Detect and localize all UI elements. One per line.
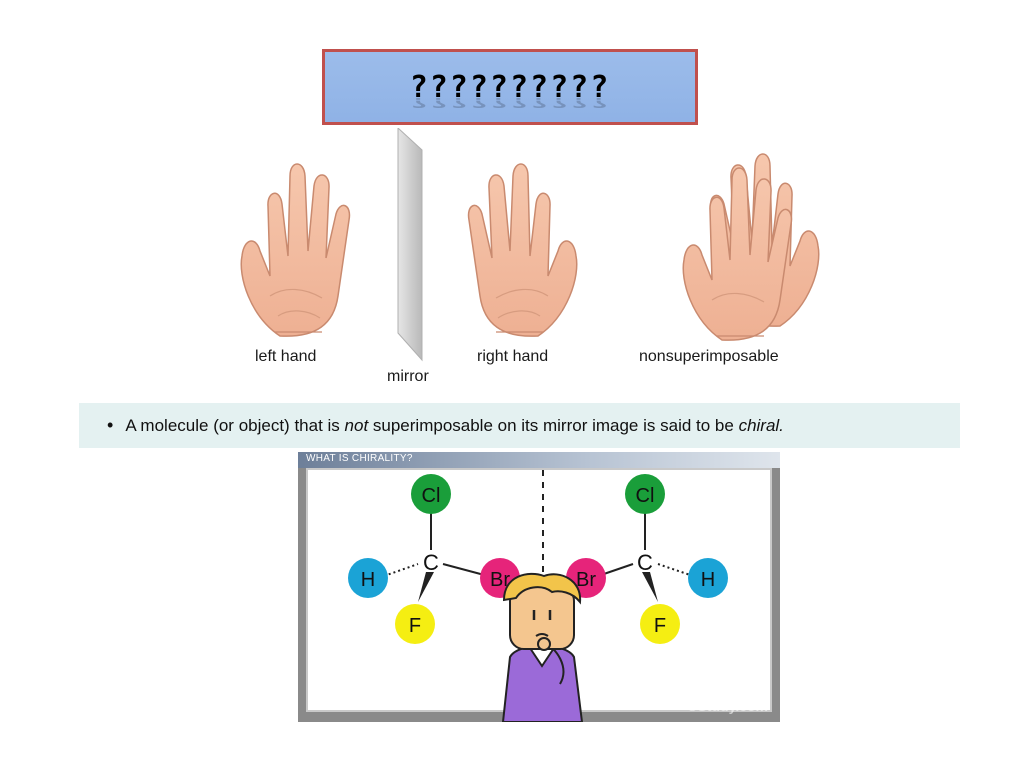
left-cl-atom [411,474,451,514]
right-cl-atom [625,474,665,514]
left-molecule: Cl C H Br F [348,474,520,644]
molecules-illustration: Cl C H Br F Cl C Br H F [348,470,728,722]
video-header-title: WHAT IS CHIRALITY? [306,453,413,464]
right-f-label: F [654,615,666,637]
left-h-label: H [361,569,375,591]
bullet-point: • [107,415,114,435]
definition-emphasis-not: not [344,415,369,435]
right-f-atom [640,604,680,644]
hands-illustration [240,128,820,362]
right-molecule: Cl C Br H F [566,474,728,644]
right-c-label: C [637,550,653,575]
left-c-label: C [423,550,439,575]
slide-title-box: ?????????? ?????????? [322,49,698,125]
left-cl-label: Cl [422,485,441,507]
definition-emphasis-chiral: chiral. [738,415,784,435]
right-hand-label: right hand [477,348,549,365]
right-cl-label: Cl [636,485,655,507]
mirror-icon [397,128,423,362]
video-header-bar: WHAT IS CHIRALITY? [298,452,780,468]
left-hand-label: left hand [255,348,317,365]
left-f-atom [395,604,435,644]
left-br-label: Br [490,569,510,591]
right-hand-icon [467,163,578,337]
slide-title: ?????????? [409,69,611,105]
definition-text-2: superimposable on its mirror image is sa… [368,415,739,435]
chirality-video-frame[interactable]: WHAT IS CHIRALITY? Cl C H Br F [298,452,780,722]
overlapping-hands-icon [682,153,820,341]
definition-text-1: A molecule (or object) that is [125,415,345,435]
left-f-label: F [409,615,421,637]
left-h-atom [348,558,388,598]
mirror-label: mirror [387,368,429,385]
nonsuperimposable-label: nonsuperimposable [639,348,779,365]
right-br-label: Br [576,569,596,591]
right-h-atom [688,558,728,598]
thinking-character-icon [501,572,584,722]
study-com-watermark: ©Study.com [687,698,768,714]
right-h-label: H [701,569,715,591]
chirality-definition: • A molecule (or object) that is not sup… [79,403,960,448]
left-hand-icon [240,163,351,337]
